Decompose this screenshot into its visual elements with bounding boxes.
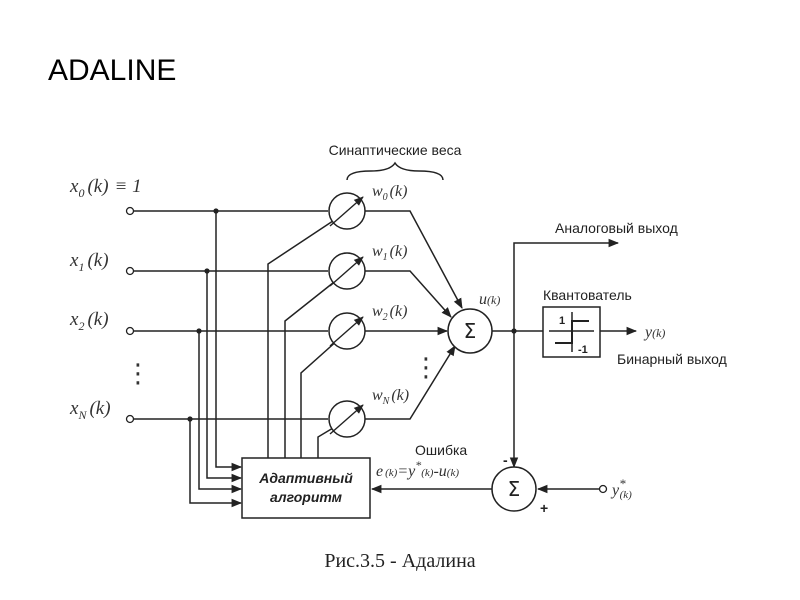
input-terminal-n [125, 414, 135, 424]
input-terminal-0 [125, 206, 135, 216]
input-label-0: x0(k)≡ 1 [69, 176, 142, 200]
input-terminal-1 [125, 266, 135, 276]
input-label-n: xN(k) [69, 398, 111, 422]
error-sum-symbol: Σ [508, 477, 521, 501]
error-label: Ошибка [415, 442, 467, 458]
sum-output-label: u(k) [479, 291, 500, 308]
quantizer-low-level: -1 [578, 344, 588, 356]
weight-label-1: w1(k) [372, 243, 407, 263]
desired-output-label: y*(k) [610, 476, 632, 501]
output-label: y(k) [643, 324, 665, 341]
minus-sign: - [503, 452, 508, 468]
synaptic-weights-label: Синаптические веса [329, 142, 462, 158]
adaptive-algorithm-box [241, 457, 371, 519]
input-label-2: x2(k) [69, 309, 109, 333]
summation-node [447, 308, 493, 354]
weight-label-0: w0(k) [372, 183, 407, 203]
desired-output-terminal [598, 484, 608, 494]
adaptive-algorithm-line1: Адаптивный [258, 470, 353, 486]
quantizer-high-level: 1 [559, 315, 565, 327]
inputs-ellipsis: ⋮ [125, 359, 151, 389]
quantizer-label: Квантователь [543, 287, 632, 303]
sum-symbol: Σ [464, 319, 477, 343]
weight-label-2: w2(k) [372, 303, 407, 323]
input-terminal-2 [125, 326, 135, 336]
weights-ellipsis: ⋮ [413, 353, 439, 383]
weight-label-n: wN(k) [372, 387, 409, 407]
analog-output-label: Аналоговый выход [555, 220, 678, 236]
binary-output-label: Бинарный выход [617, 351, 727, 367]
error-summation-node [491, 466, 537, 512]
input-label-1: x1(k) [69, 250, 109, 274]
error-formula: e(k)=y*(k)-u(k) [376, 458, 459, 480]
plus-sign: + [540, 500, 548, 516]
figure-caption: Рис.3.5 - Адалина [324, 550, 476, 572]
adaptive-algorithm-line2: алгоритм [270, 489, 343, 505]
slide-title: ADALINE [48, 54, 177, 87]
